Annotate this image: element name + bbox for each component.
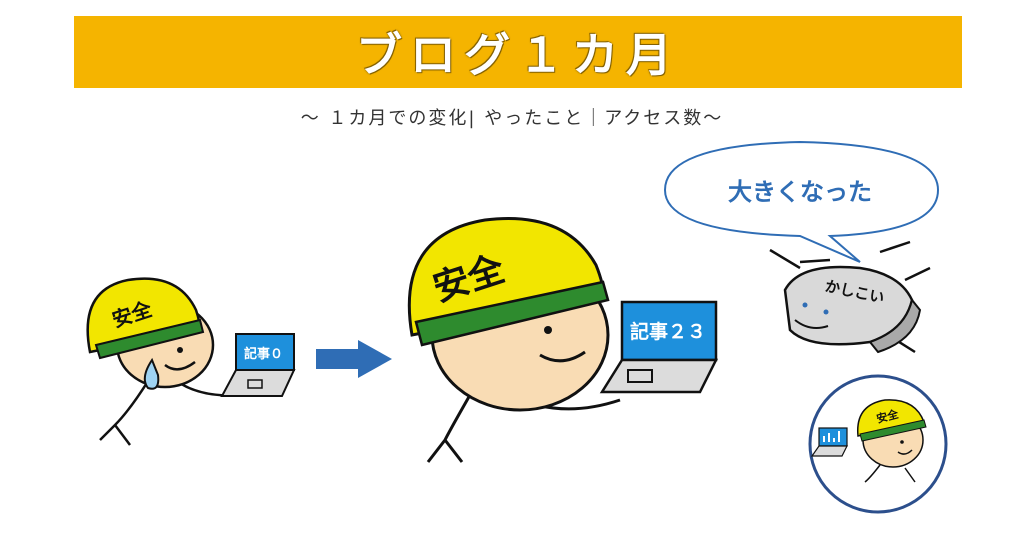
helmet-large: 安全 bbox=[407, 216, 610, 347]
inset-circle: 安全 bbox=[808, 374, 948, 514]
robot-device: かしこい bbox=[769, 240, 931, 354]
laptop-label-before: 記事０ bbox=[244, 346, 283, 362]
growth-arrow bbox=[316, 340, 392, 378]
laptop-large: 記事２３ bbox=[599, 300, 719, 394]
laptop-label-after: 記事２３ bbox=[630, 320, 706, 343]
title-banner: ブログ１カ月 bbox=[74, 16, 962, 88]
speech-bubble: 大きくなった bbox=[663, 140, 940, 263]
page-title: ブログ１カ月 bbox=[356, 28, 680, 82]
laptop-small: 記事０ bbox=[220, 333, 296, 397]
helmet-small: 安全 bbox=[86, 277, 205, 360]
page-subtitle: ～ １カ月での変化| やったこと｜アクセス数～ bbox=[300, 108, 724, 129]
worker-large: 安全 記事２３ bbox=[407, 216, 719, 463]
worker-small: 安全 記事０ bbox=[86, 277, 296, 446]
inset-helmet-text: 安全 bbox=[875, 406, 901, 425]
speech-bubble-text: 大きくなった bbox=[728, 178, 872, 206]
